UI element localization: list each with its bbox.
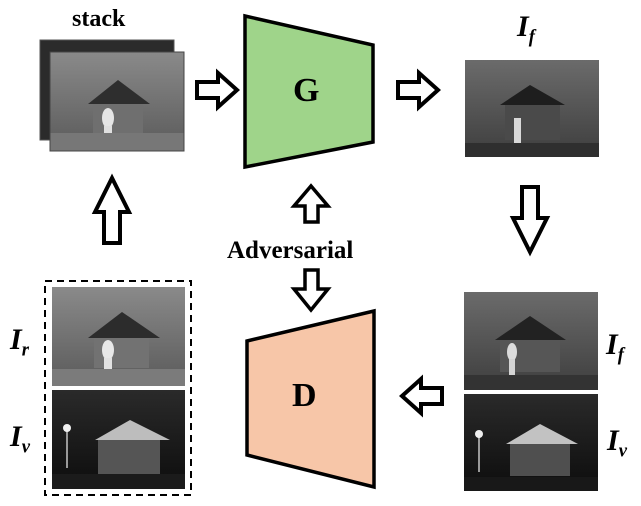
fused-image-top xyxy=(465,60,599,157)
iv-label-left-main: I xyxy=(10,420,22,453)
arrow-stack-to-g xyxy=(195,68,240,112)
stack-label: stack xyxy=(72,6,126,32)
fused-label-top: If xyxy=(517,12,535,47)
arrow-adversarial-down xyxy=(290,268,332,313)
arrow-fused-down xyxy=(509,185,551,257)
discriminator-label: D xyxy=(292,377,317,414)
iv-label-left: Iv xyxy=(10,422,30,457)
ir-label-left-sub: r xyxy=(21,339,29,361)
ir-label-left-main: I xyxy=(10,323,22,356)
arrow-g-to-fused xyxy=(396,68,441,112)
stack-front-image xyxy=(49,51,185,152)
generator-label: G xyxy=(293,72,320,109)
arrow-pair-to-d xyxy=(399,374,444,418)
iv-label-left-sub: v xyxy=(21,436,30,458)
iv-label-right-sub: v xyxy=(618,440,627,462)
iv-image-right xyxy=(464,394,598,491)
iv-label-right: Iv xyxy=(607,426,627,461)
discriminator-block xyxy=(245,308,376,490)
real-pair-box xyxy=(44,280,192,496)
fused-label-right: If xyxy=(606,330,624,365)
fused-label-top-sub: f xyxy=(528,26,535,48)
arrow-adversarial-up xyxy=(290,183,332,224)
arrow-pair-up xyxy=(91,173,133,245)
fused-label-right-main: I xyxy=(606,328,618,361)
ir-image-left xyxy=(52,287,185,386)
fused-label-right-sub: f xyxy=(617,344,624,366)
generator-block xyxy=(243,13,375,170)
adversarial-label: Adversarial xyxy=(227,237,354,264)
iv-label-right-main: I xyxy=(607,424,619,457)
iv-image-left xyxy=(52,390,185,489)
fused-label-top-main: I xyxy=(517,10,529,43)
ir-label-left: Ir xyxy=(10,325,29,360)
fused-image-right xyxy=(464,292,598,390)
